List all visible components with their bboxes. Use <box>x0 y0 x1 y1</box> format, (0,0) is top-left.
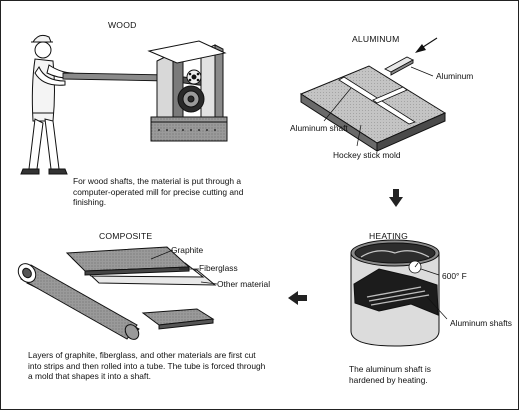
graphite-label: Graphite <box>171 245 203 256</box>
down-arrow-icon <box>389 189 403 207</box>
composite-caption: Layers of graphite, fiberglass, and othe… <box>28 350 268 382</box>
aluminum-shafts-label: Aluminum shafts <box>450 318 512 329</box>
aluminum-shaft-label: Aluminum shaft <box>290 123 348 134</box>
heating-caption: The aluminum shaft is hardened by heatin… <box>349 364 455 385</box>
composite-title: COMPOSITE <box>99 231 152 242</box>
wood-worker-illustration <box>21 35 73 174</box>
direction-arrow-icon <box>415 38 437 53</box>
other-material-label: Other material <box>217 279 270 290</box>
left-arrow-icon <box>288 291 307 305</box>
hockey-stick-mold-label: Hockey stick mold <box>333 150 400 161</box>
fiberglass-label: Fiberglass <box>199 263 238 274</box>
computer-operated-mill <box>149 41 227 141</box>
temperature-label: 600° F <box>442 271 467 282</box>
aluminum-title: ALUMINUM <box>352 34 399 45</box>
aluminum-label: Aluminum <box>436 71 473 82</box>
heating-title: HEATING <box>369 231 408 242</box>
aluminum-bar <box>385 57 413 75</box>
wood-title: WOOD <box>108 20 137 31</box>
wood-caption: For wood shafts, the material is put thr… <box>73 176 273 208</box>
composite-strip <box>143 309 213 329</box>
hockey-stick-mold <box>301 66 445 151</box>
heating-oven <box>351 240 439 346</box>
